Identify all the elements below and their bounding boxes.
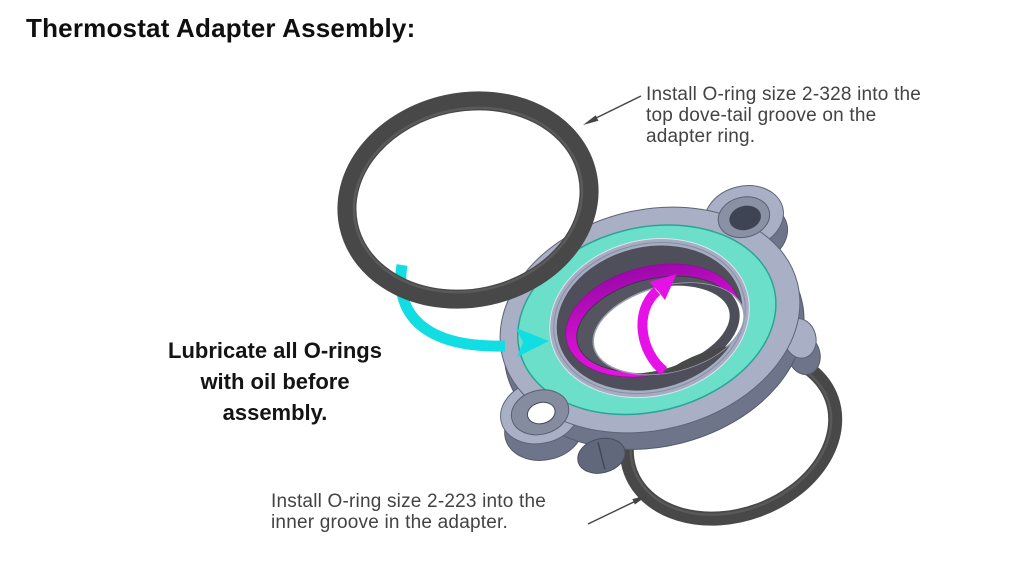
oring-2-328-body	[337, 91, 599, 309]
lubricate-arrow-head	[516, 328, 549, 357]
leader-line-top-note	[583, 95, 642, 125]
inner-groove-arrow-shaft	[637, 287, 668, 375]
leader-arrowhead-bottom	[632, 495, 648, 505]
adapter-ring	[499, 185, 821, 474]
note-install-2-223-line1: Install O-ring size 2-223 into the	[271, 491, 547, 512]
bolt-hole-bottom-left	[510, 389, 570, 436]
note-install-2-328-line3: adapter ring.	[646, 126, 756, 147]
note-install-2-328: Install O-ring size 2-328 into the top d…	[646, 84, 921, 147]
inner-groove-arrow-head	[649, 274, 677, 300]
inner-groove-arrow	[637, 274, 677, 375]
leader-line-bottom-note	[587, 495, 648, 525]
bolt-hole-top-right	[717, 196, 771, 239]
oring-2-223-visible-arc	[619, 344, 754, 390]
note-lubricate-line3: assembly.	[222, 400, 328, 425]
note-install-2-223: Install O-ring size 2-223 into the inner…	[271, 491, 546, 533]
note-lubricate-line1: Lubricate all O-rings	[168, 338, 382, 363]
note-lubricate: Lubricate all O-rings with oil before as…	[130, 335, 420, 428]
note-install-2-223-line2: inner groove in the adapter.	[271, 512, 508, 533]
diagram-title: Thermostat Adapter Assembly:	[26, 13, 416, 43]
leader-arrowhead-top	[583, 115, 599, 125]
adapter-tab	[577, 437, 626, 474]
note-install-2-328-line2: top dove-tail groove on the	[646, 105, 877, 126]
oring-2-328	[337, 91, 599, 309]
adapter-step-line	[553, 242, 746, 395]
oring-2-328-highlight	[352, 106, 584, 294]
note-install-2-328-line1: Install O-ring size 2-328 into the	[646, 84, 922, 105]
note-lubricate-line2: with oil before	[200, 369, 350, 394]
